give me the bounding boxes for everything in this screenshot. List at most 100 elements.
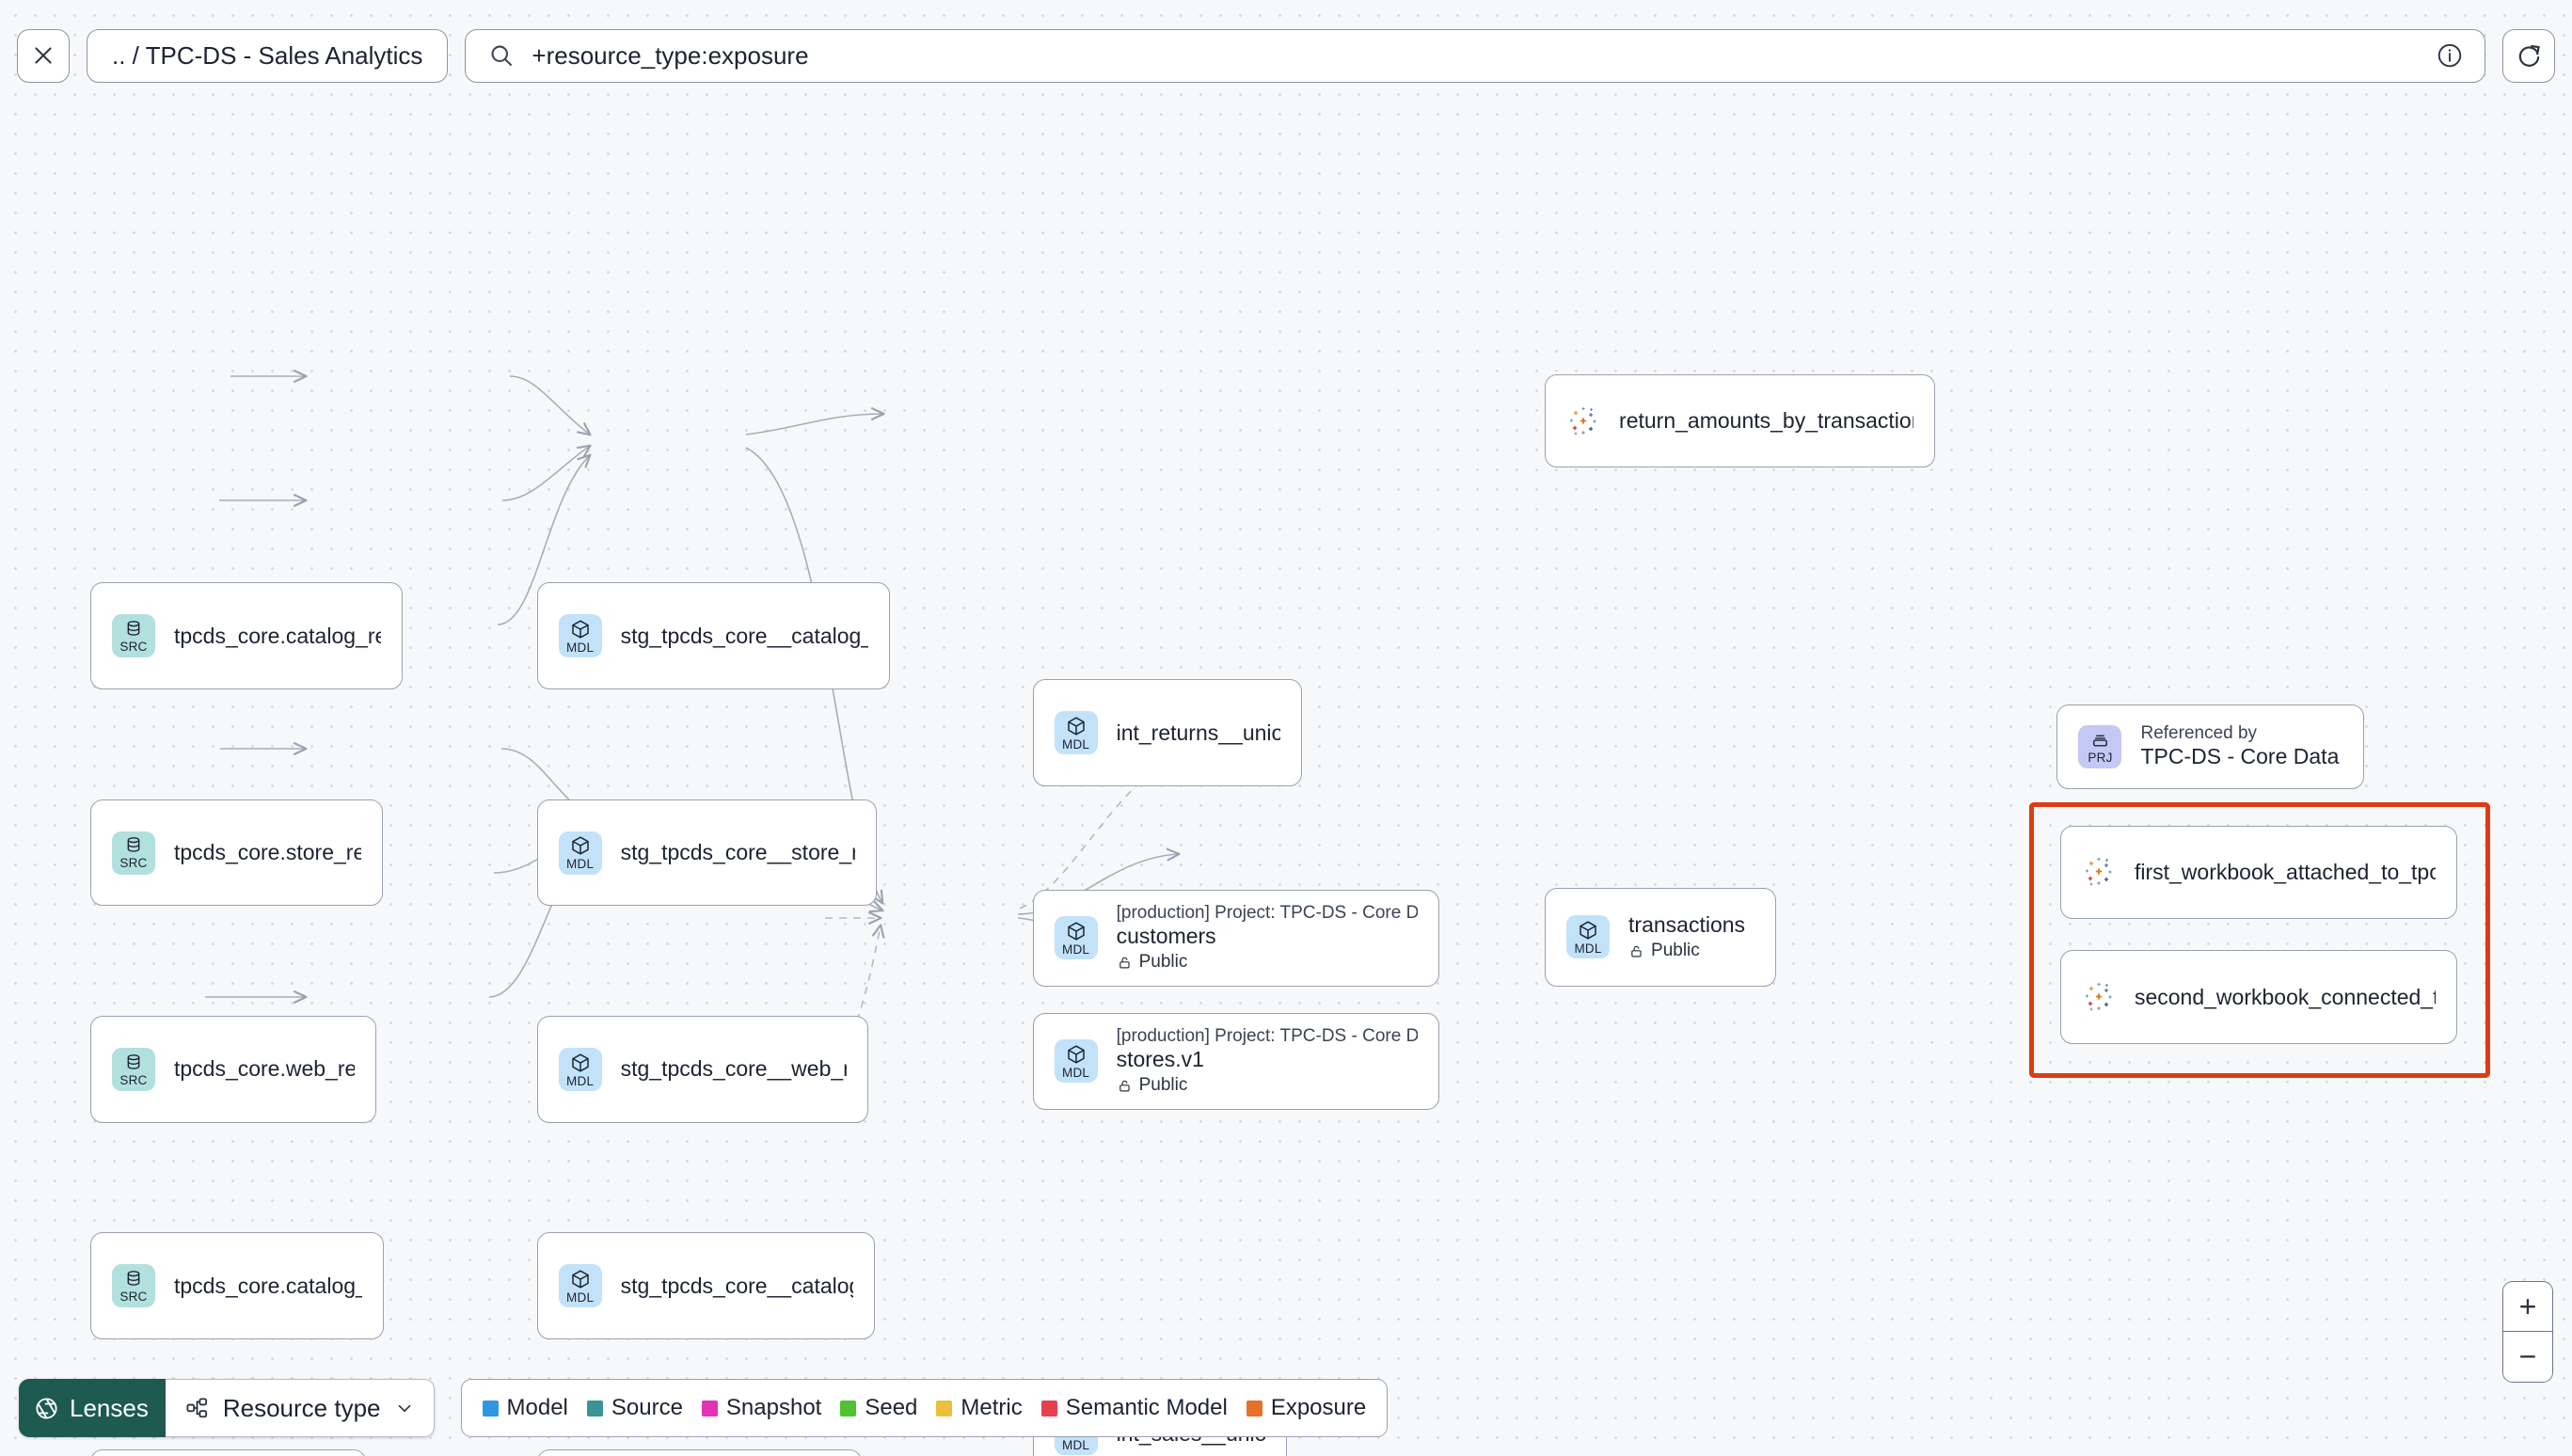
legend-label: Source <box>611 1395 683 1420</box>
legend-label: Seed <box>865 1395 918 1420</box>
legend-label: Semantic Model <box>1065 1395 1228 1420</box>
node-text: stg_tpcds_core__web_returns <box>621 1056 847 1082</box>
node-text: tpcds_core.web_returns <box>174 1056 355 1082</box>
legend-swatch <box>936 1400 953 1416</box>
lenses-label: Lenses <box>70 1393 149 1422</box>
graph-node-src_catalog_returns[interactable]: SRC tpcds_core.catalog_returns <box>89 582 403 689</box>
lenses-button[interactable]: Lenses <box>19 1379 166 1437</box>
node-type-label: MDL <box>1574 942 1602 957</box>
node-text: tpcds_core.store_returns <box>174 840 361 865</box>
node-type-badge: MDL <box>1054 916 1098 960</box>
node-title: tpcds_core.catalog_sales <box>173 1273 362 1298</box>
node-text: [production] Project: TPC-DS - Core Data… <box>1117 903 1419 973</box>
node-title: second_workbook_connected_to_live… <box>2134 984 2436 1009</box>
legend-item-metric[interactable]: Metric <box>936 1395 1023 1421</box>
node-subtitle: [production] Project: TPC-DS - Core Data… <box>1116 903 1419 924</box>
node-subtitle: Referenced by <box>2140 723 2258 744</box>
exposure-highlight-box <box>2028 802 2491 1079</box>
node-title: first_workbook_attached_to_tpc-ds_-_… <box>2134 859 2437 884</box>
legend-item-source[interactable]: Source <box>586 1395 683 1421</box>
node-type-badge: SRC <box>111 1047 155 1091</box>
refresh-button[interactable] <box>2502 28 2555 83</box>
node-privacy: Public <box>1117 952 1419 973</box>
graph-node-first_workbook[interactable]: first_workbook_attached_to_tpc-ds_-_… <box>2059 825 2458 920</box>
zoom-in-button[interactable]: + <box>2503 1282 2552 1332</box>
zoom-out-button[interactable]: − <box>2503 1332 2552 1382</box>
node-type-label: MDL <box>566 640 595 655</box>
node-subtitle: [production] Project: TPC-DS - Core Data… <box>1116 1026 1419 1047</box>
node-title: transactions <box>1628 912 1746 938</box>
graph-node-stores_v1[interactable]: MDL [production] Project: TPC-DS - Core D… <box>1032 1012 1440 1110</box>
node-text: stg_tpcds_core__catalog_sales <box>621 1274 853 1299</box>
legend-item-semantic-model[interactable]: Semantic Model <box>1040 1395 1228 1421</box>
unlock-icon <box>1631 945 1642 957</box>
legend-item-model[interactable]: Model <box>482 1395 568 1421</box>
graph-node-second_workbook[interactable]: second_workbook_connected_to_live… <box>2059 950 2458 1044</box>
node-title: TPC-DS - Core Data Models <box>2140 744 2342 769</box>
node-title: tpcds_core.store_returns <box>173 840 361 865</box>
lens-group: Lenses Resource type <box>19 1379 435 1437</box>
legend-item-seed[interactable]: Seed <box>840 1395 917 1421</box>
graph-node-src_web_returns[interactable]: SRC tpcds_core.web_returns <box>89 1016 376 1123</box>
node-text: first_workbook_attached_to_tpc-ds_-_… <box>2135 860 2436 885</box>
refresh-icon <box>2518 44 2540 67</box>
legend-swatch <box>1246 1400 1262 1416</box>
node-type-badge: MDL <box>1566 915 1611 959</box>
legend-swatch <box>482 1400 499 1416</box>
chevron-down-icon <box>398 1404 410 1413</box>
zoom-controls: + − <box>2502 1281 2553 1383</box>
legend-label: Metric <box>961 1395 1023 1420</box>
node-title: tpcds_core.web_returns <box>173 1056 355 1082</box>
node-title: tpcds_core.catalog_returns <box>173 623 381 648</box>
close-button[interactable] <box>17 28 70 83</box>
cube-icon <box>571 836 589 855</box>
cube-icon <box>571 1270 589 1289</box>
legend-label: Snapshot <box>725 1395 822 1420</box>
node-type-label: MDL <box>1062 1065 1090 1080</box>
node-title: stg_tpcds_core__catalog_sales <box>620 1273 853 1298</box>
search-input[interactable]: +resource_type:exposure <box>532 40 809 70</box>
node-privacy: Public <box>1117 1075 1419 1096</box>
info-icon[interactable] <box>2436 41 2464 70</box>
node-title: stg_tpcds_core__store_returns <box>620 840 855 865</box>
graph-node-transactions[interactable]: MDL transactions Public <box>1545 888 1777 987</box>
cube-icon <box>1580 921 1596 940</box>
node-title: stores.v1 <box>1116 1047 1204 1072</box>
node-privacy: Public <box>1628 941 1745 961</box>
node-text: return_amounts_by_transaction_type <box>1619 408 1913 434</box>
breadcrumb[interactable]: .. / TPC-DS - Sales Analytics <box>87 28 449 83</box>
graph-node-return_amounts[interactable]: return_amounts_by_transaction_type <box>1545 373 1936 468</box>
unlock-icon <box>1119 957 1130 969</box>
node-type-label: SRC <box>119 1072 148 1087</box>
node-title: return_amounts_by_transaction_type <box>1619 408 1913 434</box>
resource-type-dropdown[interactable]: Resource type <box>165 1379 435 1437</box>
cube-icon <box>1067 1045 1085 1064</box>
node-type-label: MDL <box>1062 942 1090 957</box>
legend-item-exposure[interactable]: Exposure <box>1246 1395 1366 1421</box>
node-type-label: MDL <box>1062 1437 1090 1452</box>
cube-icon <box>571 1053 589 1072</box>
cube-icon <box>1067 922 1085 941</box>
graph-node-customers[interactable]: MDL [production] Project: TPC-DS - Core D… <box>1032 889 1440 987</box>
node-type-badge: MDL <box>558 614 602 658</box>
search-bar[interactable]: +resource_type:exposure <box>465 28 2485 83</box>
node-text: transactions Public <box>1628 912 1745 961</box>
tableau-icon <box>2085 858 2112 886</box>
node-type-badge: SRC <box>111 614 155 658</box>
node-text: stg_tpcds_core__store_returns <box>621 840 855 865</box>
legend-item-snapshot[interactable]: Snapshot <box>701 1395 822 1421</box>
node-type-badge: MDL <box>1054 711 1098 755</box>
resource-type-legend: Model Source Snapshot Seed Metric Semantic Mo… <box>460 1379 1389 1437</box>
database-icon <box>127 1271 140 1286</box>
